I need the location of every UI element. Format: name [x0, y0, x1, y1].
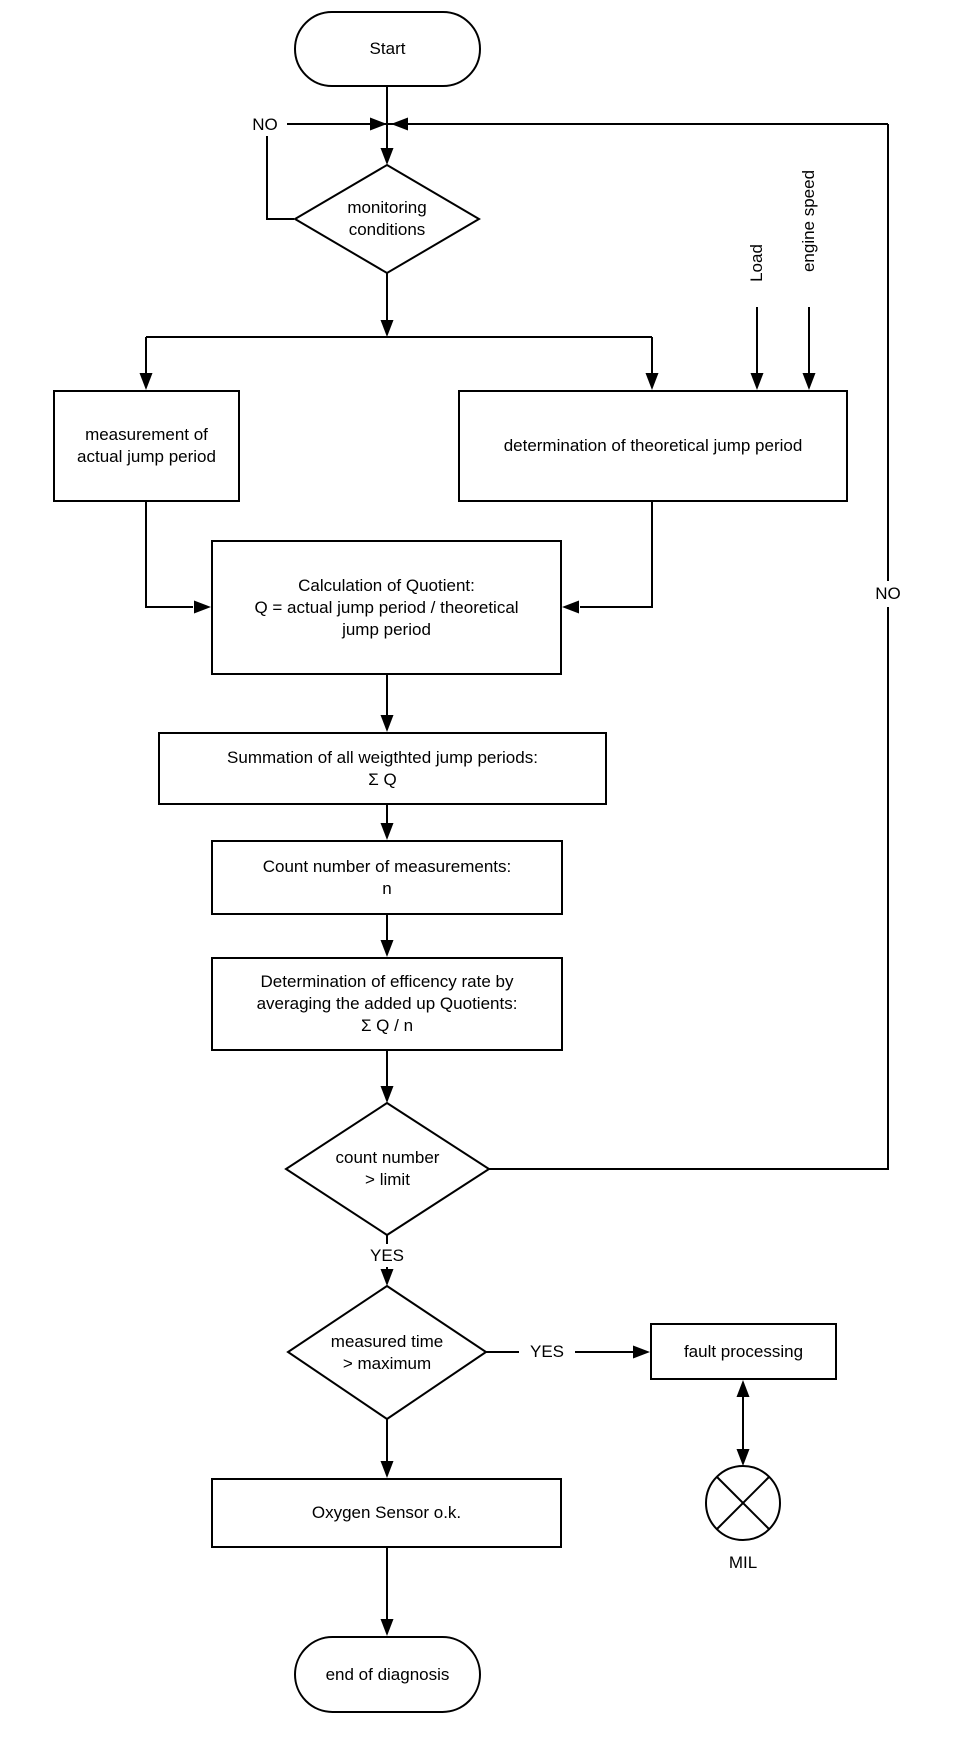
arrowhead-down: [750, 373, 764, 390]
arrowhead-down: [380, 940, 394, 957]
monitoring-conditions-decision: monitoring conditions: [347, 198, 427, 239]
arrowhead-down: [380, 715, 394, 732]
arrowhead-down: [645, 373, 659, 390]
arrowhead-down: [802, 373, 816, 390]
arrowhead-up: [736, 1380, 750, 1397]
arrowhead-down: [380, 320, 394, 337]
summation-box: Summation of all weigthted jump periods:…: [158, 732, 607, 805]
edge-measurement-to-calc: [145, 502, 193, 608]
oxygen-sensor-ok-box: Oxygen Sensor o.k.: [211, 1478, 562, 1548]
yes-label-measured-time: YES: [519, 1341, 575, 1362]
load-input-label: Load: [747, 244, 766, 282]
arrowhead-down: [380, 1619, 394, 1636]
arrowhead-down: [380, 1086, 394, 1103]
mil-label: MIL: [728, 1553, 758, 1572]
arrowhead-right: [633, 1345, 650, 1359]
measured-time-diamond: [286, 1284, 488, 1421]
arrowhead-right: [370, 117, 387, 131]
measured-time-decision: measured time > maximum: [330, 1331, 444, 1373]
arrowhead-left: [391, 117, 408, 131]
arrowhead-left: [562, 600, 579, 614]
mil-lamp-cross-2: [716, 1476, 770, 1530]
calculation-quotient-box: Calculation of Quotient: Q = actual jump…: [211, 540, 562, 675]
arrowhead-down: [736, 1449, 750, 1466]
count-number-limit-decision: count number > limit: [335, 1148, 440, 1189]
efficiency-rate-box: Determination of efficency rate by avera…: [211, 957, 563, 1051]
count-measurements-box: Count number of measurements: n: [211, 840, 563, 915]
arrowhead-down: [380, 1269, 394, 1286]
monitoring-conditions-diamond: [293, 163, 481, 275]
no-label-monitoring: NO: [243, 114, 287, 136]
arrowhead-right: [194, 600, 211, 614]
decision-shapes: [284, 163, 491, 1421]
count-number-limit-diamond: [284, 1101, 491, 1237]
arrowhead-down: [380, 148, 394, 165]
edge-monitoring-no-loop: [266, 136, 294, 220]
arrowhead-down: [380, 1461, 394, 1478]
arrowhead-down: [380, 823, 394, 840]
yes-label-count-limit: YES: [359, 1245, 415, 1266]
fault-processing-box: fault processing: [650, 1323, 837, 1380]
edge-determination-to-calc: [580, 502, 653, 608]
mil-lamp-symbol: [705, 1465, 781, 1541]
no-label-feedback: NO: [866, 583, 910, 605]
engine-speed-input-label: engine speed: [799, 169, 818, 273]
end-terminator: end of diagnosis: [294, 1636, 481, 1713]
start-terminator: Start: [294, 11, 481, 87]
measurement-actual-jump-box: measurement of actual jump period: [53, 390, 240, 502]
edge-feedback-lower: [489, 607, 889, 1170]
determination-theoretical-jump-box: determination of theoretical jump period: [458, 390, 848, 502]
arrowheads: [139, 117, 816, 1636]
arrowhead-down: [139, 373, 153, 390]
